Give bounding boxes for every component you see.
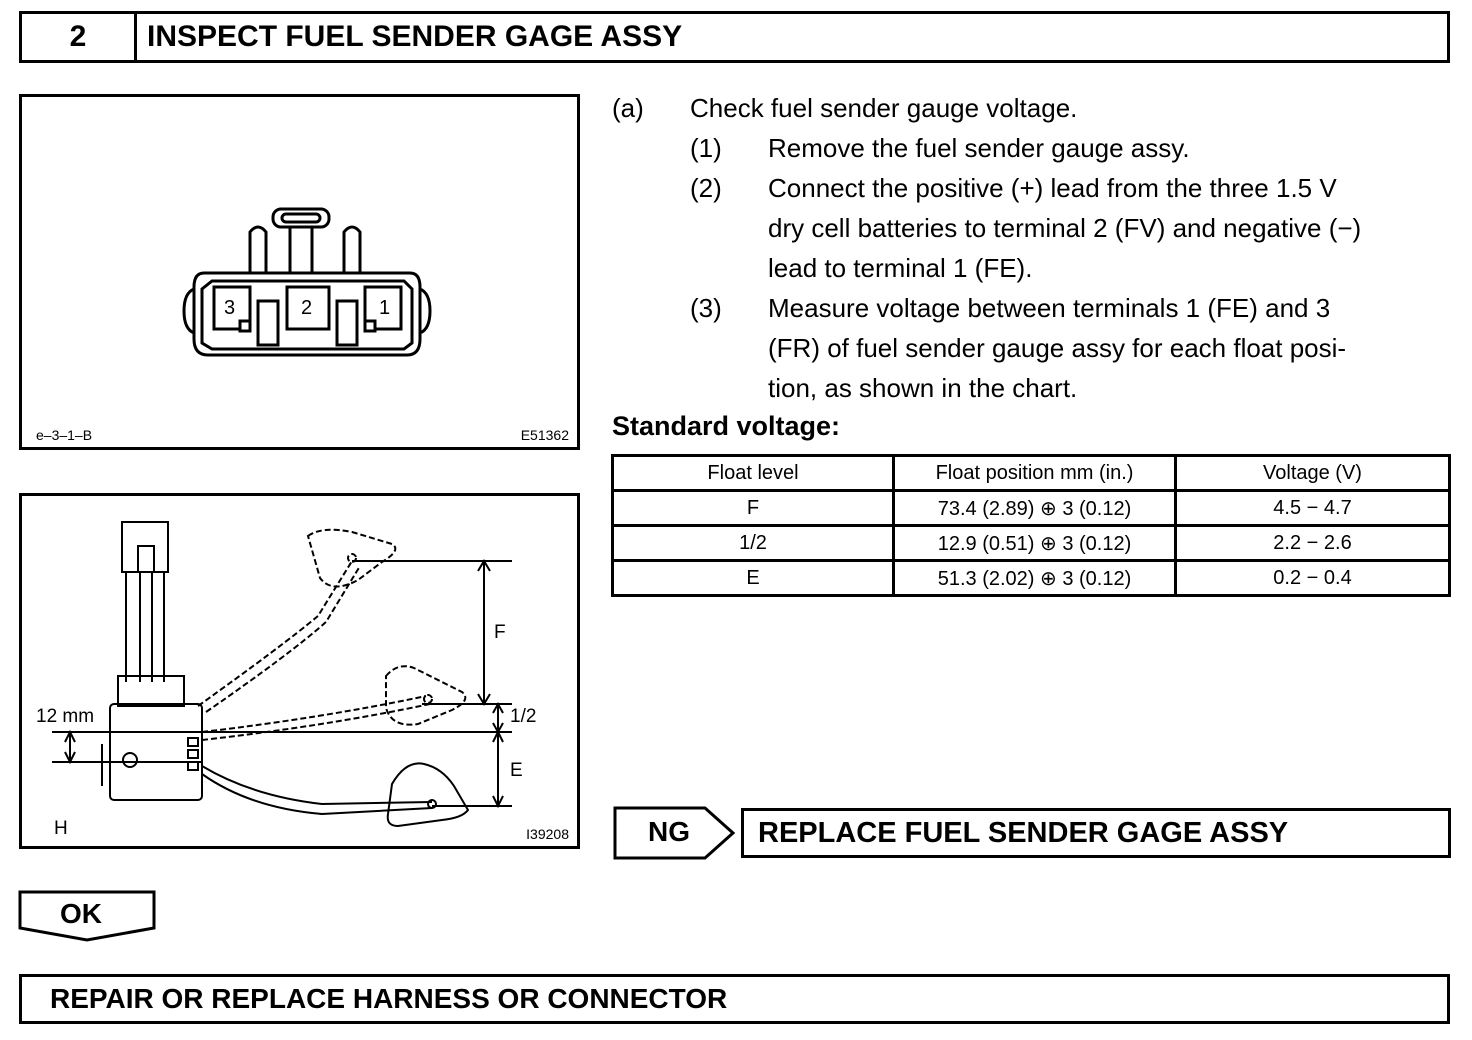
ng-arrow-tag xyxy=(613,806,736,860)
step-1-label: (1) xyxy=(690,133,722,163)
float-position-figure: 12 mm F 1/2 E H I39208 xyxy=(19,493,580,849)
step-3-label: (3) xyxy=(690,293,722,323)
column-header: Float level xyxy=(611,454,895,492)
step-2-line-2: dry cell batteries to terminal 2 (FV) an… xyxy=(768,213,1362,243)
table-header-row: Float level Float position mm (in.) Volt… xyxy=(611,454,1451,492)
table-cell: 0.2 − 0.4 xyxy=(1174,559,1451,597)
result-action-box: REPAIR OR REPLACE HARNESS OR CONNECTOR xyxy=(19,974,1450,1024)
connector-figure: 3 2 1 e–3–1–B E51362 xyxy=(19,94,580,450)
result-action-text: REPAIR OR REPLACE HARNESS OR CONNECTOR xyxy=(50,983,728,1014)
terminal-1-label: 1 xyxy=(379,297,391,319)
column-header: Float position mm (in.) xyxy=(892,454,1177,492)
table-cell: 73.4 (2.89) ⊕ 3 (0.12) xyxy=(892,489,1177,527)
table-cell: 2.2 − 2.6 xyxy=(1174,524,1451,562)
ng-action-text: REPLACE FUEL SENDER GAGE ASSY xyxy=(758,816,1289,849)
figure1-code-right: E51362 xyxy=(520,427,569,443)
step-2-label: (2) xyxy=(690,173,722,203)
step-a-label: (a) xyxy=(612,93,644,123)
step-2-line-3: lead to terminal 1 (FE). xyxy=(768,253,1033,283)
empty-level-label: E xyxy=(510,760,523,781)
step-title: INSPECT FUEL SENDER GAGE ASSY xyxy=(147,20,683,53)
standard-voltage-label: Standard voltage: xyxy=(612,411,841,441)
figure2-code-right: I39208 xyxy=(526,826,569,842)
step-3-line-1: Measure voltage between terminals 1 (FE)… xyxy=(768,293,1331,323)
step-number: 2 xyxy=(22,14,137,60)
step-3-line-3: tion, as shown in the chart. xyxy=(768,373,1078,403)
figure1-code-left: e–3–1–B xyxy=(36,427,93,443)
step-3-line-2: (FR) of fuel sender gauge assy for each … xyxy=(768,333,1347,363)
table-cell: F xyxy=(611,489,895,527)
table-cell: 51.3 (2.02) ⊕ 3 (0.12) xyxy=(892,559,1177,597)
table-row: E 51.3 (2.02) ⊕ 3 (0.12) 0.2 − 0.4 xyxy=(611,559,1451,597)
ng-action-box: REPLACE FUEL SENDER GAGE ASSY xyxy=(741,808,1451,858)
step-1-text: Remove the fuel sender gauge assy. xyxy=(768,133,1190,163)
table-cell: E xyxy=(611,559,895,597)
table-cell: 12.9 (0.51) ⊕ 3 (0.12) xyxy=(892,524,1177,562)
step-header: 2 INSPECT FUEL SENDER GAGE ASSY xyxy=(19,11,1450,63)
step-a-text: Check fuel sender gauge voltage. xyxy=(690,93,1078,123)
full-level-label: F xyxy=(494,622,506,643)
terminal-2-label: 2 xyxy=(301,297,313,319)
table-cell: 4.5 − 4.7 xyxy=(1174,489,1451,527)
column-header: Voltage (V) xyxy=(1174,454,1451,492)
terminal-3-label: 3 xyxy=(224,297,236,319)
step-2-line-1: Connect the positive (+) lead from the t… xyxy=(768,173,1337,203)
float-diagram xyxy=(52,521,512,828)
table-cell: 1/2 xyxy=(611,524,895,562)
table-row: F 73.4 (2.89) ⊕ 3 (0.12) 4.5 − 4.7 xyxy=(611,489,1451,527)
ok-label: OK xyxy=(60,898,102,929)
connector-diagram xyxy=(182,207,432,357)
ok-arrow-tag xyxy=(18,890,156,942)
dimension-12mm-label: 12 mm xyxy=(36,706,95,727)
ng-label: NG xyxy=(648,816,690,847)
table-row: 1/2 12.9 (0.51) ⊕ 3 (0.12) 2.2 − 2.6 xyxy=(611,524,1451,562)
standard-voltage-table: Float level Float position mm (in.) Volt… xyxy=(611,454,1451,597)
height-label: H xyxy=(54,818,68,839)
half-level-label: 1/2 xyxy=(510,706,537,727)
